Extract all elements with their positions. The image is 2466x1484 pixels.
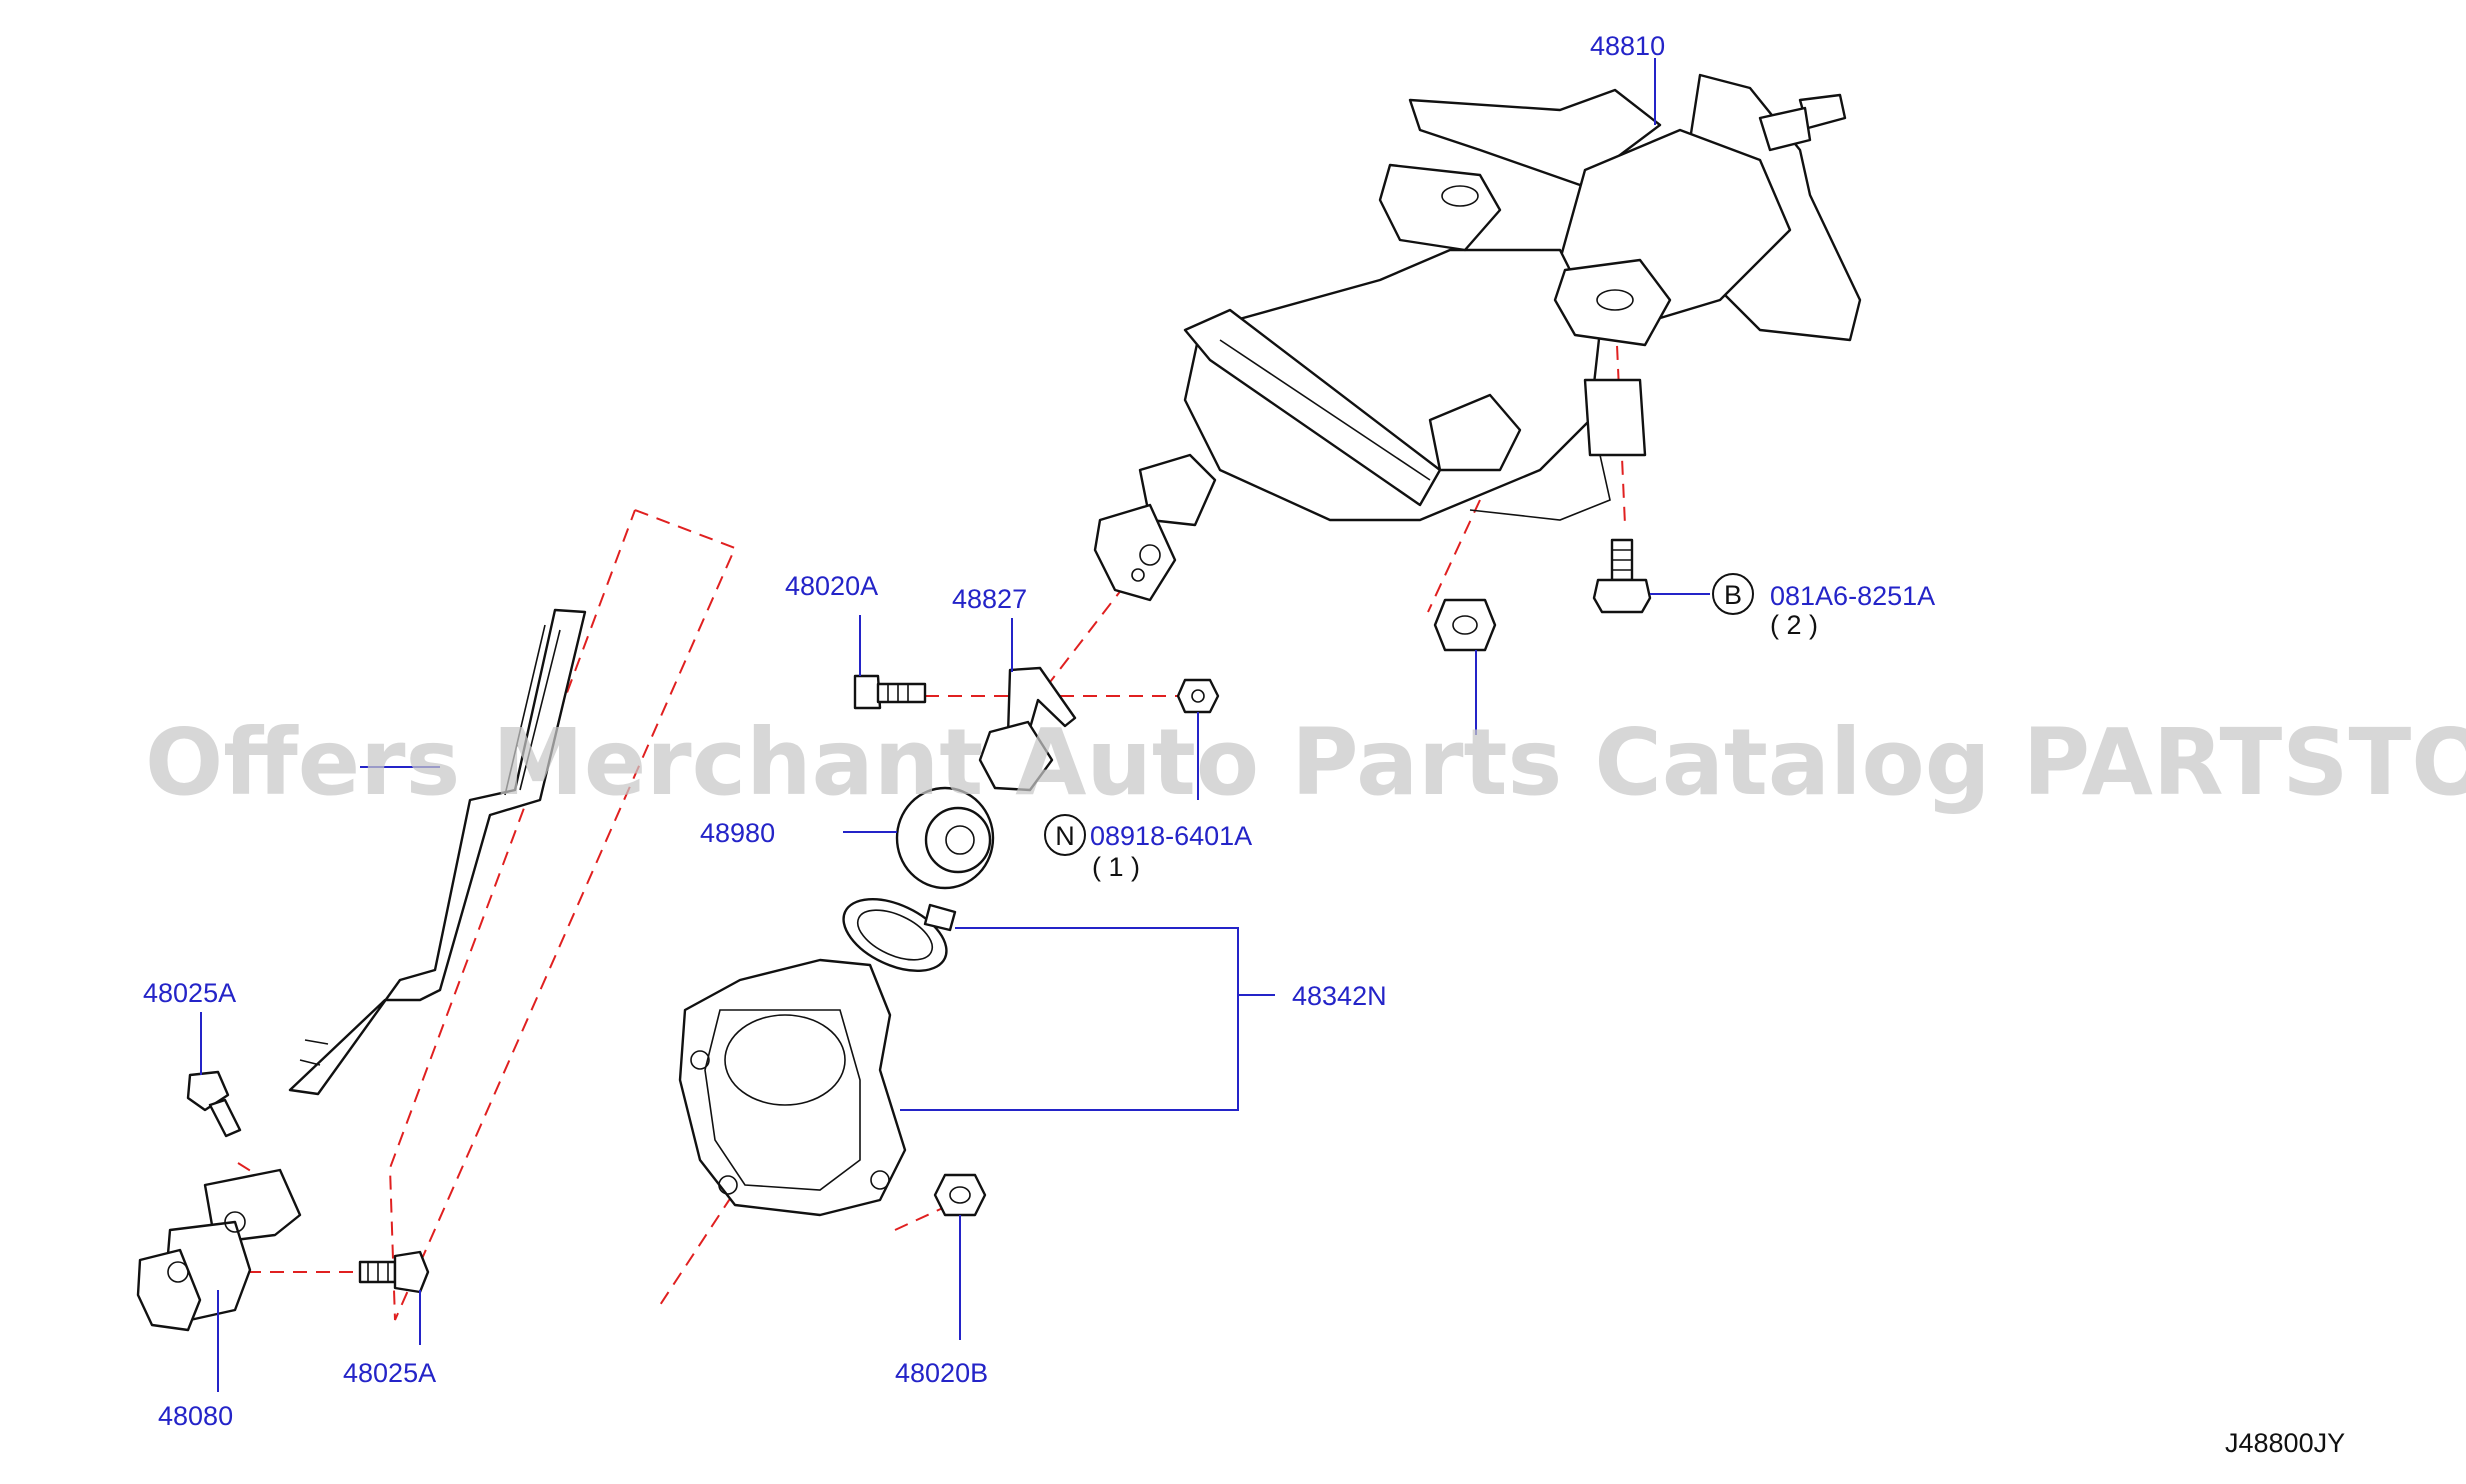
label-48827: 48827 <box>952 584 1027 614</box>
clamp-48342N <box>842 898 957 972</box>
label-48810: 48810 <box>1590 31 1665 61</box>
steering-column-assembly <box>1093 73 1862 602</box>
housing-48342N <box>678 958 907 1217</box>
watermark: Offers Merchant Auto Parts Catalog PARTS… <box>145 709 2466 816</box>
nut-48010DA <box>1433 598 1497 652</box>
label-48020A: 48020A <box>785 571 878 601</box>
label-081A6-8251A: 081A6-8251A <box>1770 581 1935 611</box>
marker-n-letter: N <box>1055 821 1075 851</box>
nut-08918-6401A <box>1176 678 1220 714</box>
label-48342N: 48342N <box>1292 981 1387 1011</box>
leader-lines <box>200 58 1710 1392</box>
bolt-48025A-bottom <box>358 1250 430 1294</box>
label-nut-qty: ( 1 ) <box>1092 852 1140 882</box>
diagram-code: J48800JY <box>2225 1428 2345 1458</box>
label-48025A-top: 48025A <box>143 978 236 1008</box>
label-48080: 48080 <box>158 1401 233 1431</box>
marker-b-letter: B <box>1724 580 1742 610</box>
boot-48980 <box>895 720 1054 890</box>
label-08918-6401A: 08918-6401A <box>1090 821 1252 851</box>
part-labels: 48810 48020A 48827 48980 48342N 48025A 4… <box>143 31 2345 1458</box>
intermediate-shaft <box>288 608 587 1096</box>
universal-joint-48080 <box>136 1168 302 1332</box>
marker-b: B <box>1712 573 1754 615</box>
label-48980: 48980 <box>700 818 775 848</box>
label-bolt-qty: ( 2 ) <box>1770 610 1818 640</box>
label-48020B: 48020B <box>895 1358 988 1388</box>
nut-48020B <box>933 1173 987 1217</box>
bolt-081A6-8251A <box>1592 538 1652 614</box>
bolt-48020A <box>853 674 927 710</box>
bolt-48025A-top <box>186 1070 242 1138</box>
marker-n: N <box>1044 814 1086 856</box>
label-48025A-bottom: 48025A <box>343 1358 436 1388</box>
